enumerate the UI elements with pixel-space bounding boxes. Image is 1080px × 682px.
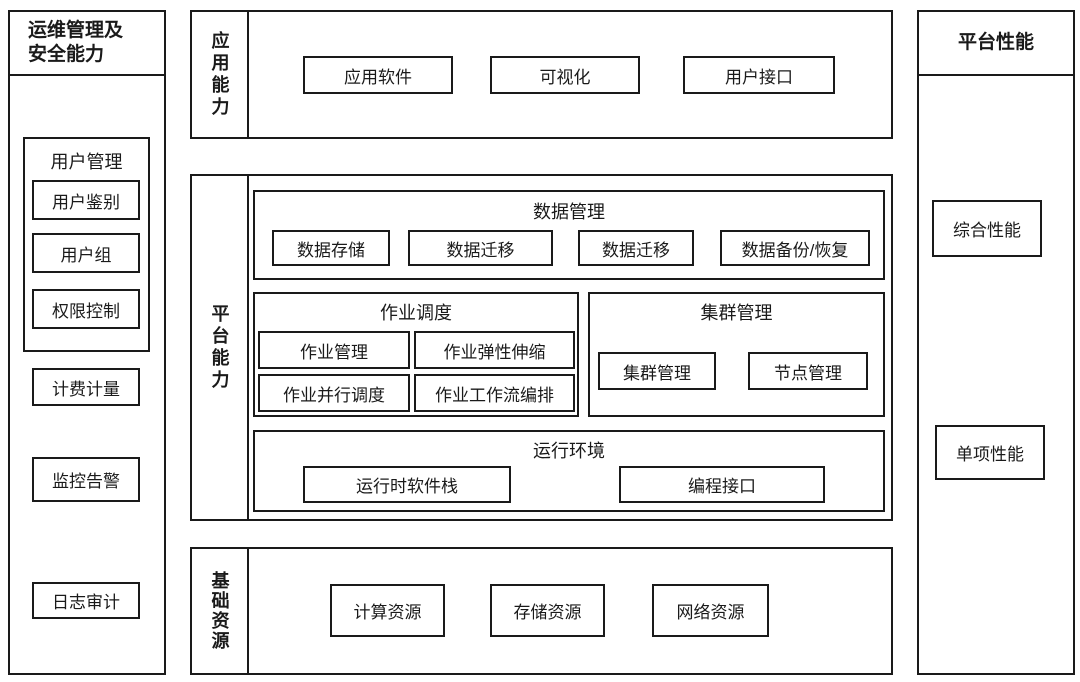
box-permission-control: 权限控制 xyxy=(32,289,140,329)
box-application-software: 应用软件 xyxy=(303,56,453,94)
box-job-elastic-scaling: 作业弹性伸缩 xyxy=(414,331,575,369)
box-runtime-software-stack: 运行时软件栈 xyxy=(303,466,511,503)
box-single-item-performance: 单项性能 xyxy=(935,425,1045,480)
box-job-parallel-scheduling: 作业并行调度 xyxy=(258,374,410,412)
application-capability-label-col: 应用能力 xyxy=(192,12,249,137)
application-capability-label: 应用能力 xyxy=(209,30,230,119)
platform-performance-title-text: 平台性能 xyxy=(957,32,1034,53)
box-data-backup-recovery: 数据备份/恢复 xyxy=(720,230,870,266)
platform-performance-panel xyxy=(917,10,1075,675)
basic-resources-label: 基础资源 xyxy=(209,571,230,651)
cluster-management-group-title: 集群管理 xyxy=(700,303,773,323)
box-network-resources: 网络资源 xyxy=(652,584,769,637)
data-management-group-title: 数据管理 xyxy=(533,202,605,222)
platform-capability-label-col: 平台能力 xyxy=(192,176,249,519)
platform-performance-panel-title: 平台性能 xyxy=(919,12,1073,76)
box-visualization: 可视化 xyxy=(490,56,640,94)
box-programming-interface: 编程接口 xyxy=(619,466,825,503)
basic-resources-label-col: 基础资源 xyxy=(192,549,249,673)
box-job-management: 作业管理 xyxy=(258,331,410,369)
box-user-group: 用户组 xyxy=(32,233,140,273)
box-data-migration-1: 数据迁移 xyxy=(408,230,553,266)
job-scheduling-group-title: 作业调度 xyxy=(380,303,452,323)
runtime-environment-group-title: 运行环境 xyxy=(533,441,605,461)
box-storage-resources: 存储资源 xyxy=(490,584,605,637)
box-user-interface: 用户接口 xyxy=(683,56,835,94)
box-data-migration-2: 数据迁移 xyxy=(578,230,694,266)
box-billing-metering: 计费计量 xyxy=(32,368,140,406)
ops-security-title-line1: 运维管理及 xyxy=(28,20,124,41)
user-management-group-title: 用户管理 xyxy=(50,152,123,172)
box-user-authentication: 用户鉴别 xyxy=(32,180,140,220)
platform-capability-label: 平台能力 xyxy=(209,303,230,392)
ops-security-panel-title: 运维管理及 安全能力 xyxy=(10,12,164,76)
ops-security-title-line2: 安全能力 xyxy=(28,44,105,65)
box-node-management: 节点管理 xyxy=(748,352,868,390)
box-job-workflow-orchestration: 作业工作流编排 xyxy=(414,374,575,412)
box-data-storage: 数据存储 xyxy=(272,230,390,266)
box-log-audit: 日志审计 xyxy=(32,582,140,619)
box-monitoring-alerting: 监控告警 xyxy=(32,457,140,502)
box-cluster-management: 集群管理 xyxy=(598,352,716,390)
box-comprehensive-performance: 综合性能 xyxy=(932,200,1042,257)
box-compute-resources: 计算资源 xyxy=(330,584,445,637)
